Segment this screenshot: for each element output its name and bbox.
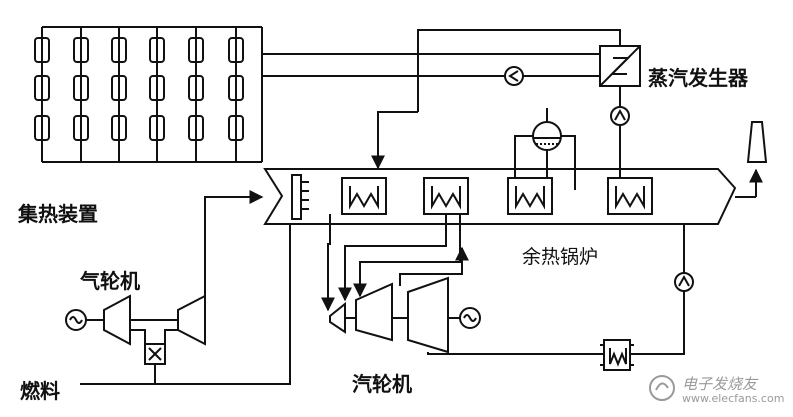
feedwater-pump-icon [610,106,630,126]
collector-oil-loop [262,53,600,77]
steam-turbine-connections [321,214,604,355]
steam-drum-icon [514,108,576,190]
watermark-text: 电子发烧友 [682,375,758,393]
steam-generator-label: 蒸汽发生器 [648,66,748,90]
watermark: 电子发烧友 www.elecfans.com [648,370,788,410]
reheater-bank [423,177,469,215]
hrsg-casing [263,168,756,225]
condensate-return-line [630,224,685,355]
economizer-bank [607,177,653,215]
steam-generator-icon [599,45,641,87]
gas-turbine-icon [103,294,206,365]
steam-turbine-icon [329,276,460,354]
fuel-label: 燃料 [20,379,60,403]
watermark-site: www.elecfans.com [682,392,785,405]
fuel-line [80,224,291,385]
collector-label: 集热装置 [18,202,98,226]
superheater-bank [341,177,387,215]
evaporator-bank [507,177,553,215]
condenser-icon [600,339,634,371]
condensate-pump-icon [674,272,694,292]
steam-generator-connections [371,29,621,190]
gt-exhaust-duct [204,190,264,310]
steam-turbine-label: 汽轮机 [352,372,412,396]
exhaust-stack-icon [746,121,768,197]
steam-turbine-generator-icon [459,307,481,329]
watermark-logo-icon [649,375,675,401]
gas-turbine-generator-icon [65,309,104,331]
duct-burner-icon [291,174,309,220]
collector-pump-icon [504,66,524,86]
solar-collector-array [34,26,263,163]
hrsg-label: 余热锅炉 [522,246,599,268]
gas-turbine-label: 气轮机 [80,269,140,293]
